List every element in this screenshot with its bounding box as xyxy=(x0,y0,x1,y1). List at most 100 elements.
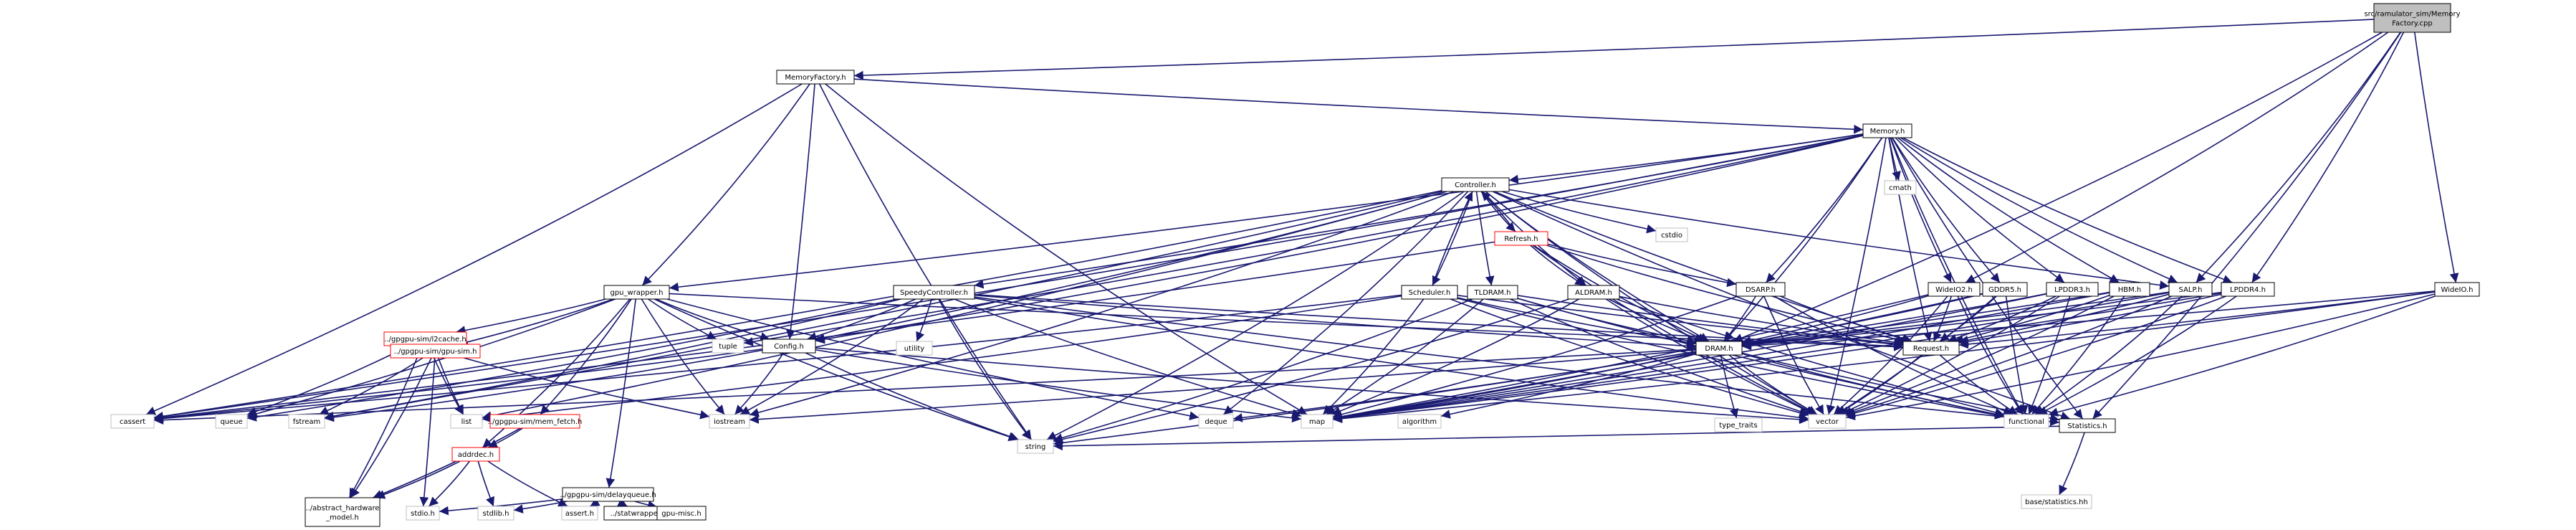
edge-memory-to-gpuwrapper xyxy=(669,133,1864,292)
node-delayqueue[interactable]: ../gpgpu-sim/delayqueue.h xyxy=(560,487,656,502)
node-aldram-box xyxy=(1567,285,1620,300)
node-lpddr3-label: LPDDR3.h xyxy=(2054,286,2090,294)
node-queue-label: queue xyxy=(220,418,242,426)
node-gpuwrapper[interactable]: gpu_wrapper.h xyxy=(603,285,670,300)
node-dram-box xyxy=(1695,341,1743,356)
node-gpumisc[interactable]: gpu-misc.h xyxy=(656,506,707,521)
edge-statistics-to-string xyxy=(1053,425,2060,451)
edge-dram-to-iostream xyxy=(749,349,1697,425)
node-gpusim[interactable]: ../gpgpu-sim/gpu-sim.h xyxy=(390,344,481,359)
node-aldram[interactable]: ALDRAM.h xyxy=(1567,285,1620,300)
edge-memory-to-vector xyxy=(1826,137,1887,415)
node-tldram[interactable]: TLDRAM.h xyxy=(1467,285,1518,300)
node-wideio2-box xyxy=(1928,282,1981,297)
node-functional-box xyxy=(2003,414,2049,429)
edge-scheduler-to-dram xyxy=(1457,297,1697,347)
node-gddr5[interactable]: GDDR5.h xyxy=(1982,282,2028,297)
node-statistics-label: Statistics.h xyxy=(2067,422,2107,430)
node-abstract-label: ../abstract_hardware xyxy=(305,505,379,513)
edge-speedy-to-config xyxy=(807,298,916,341)
node-aldram-label: ALDRAM.h xyxy=(1575,289,1612,297)
node-stdioh-label: stdio.h xyxy=(411,510,435,518)
node-abstract-label-2: _model.h xyxy=(325,514,359,522)
node-memory[interactable]: Memory.h xyxy=(1862,123,1912,138)
node-stdioh: stdio.h xyxy=(406,506,440,521)
node-statistics[interactable]: Statistics.h xyxy=(2059,418,2116,433)
edge-scheduler-to-request xyxy=(1457,295,1904,349)
node-wideio2[interactable]: WideIO2.h xyxy=(1928,282,1981,297)
edge-root-to-statistics xyxy=(2092,32,2402,420)
edge-root-to-memfactory xyxy=(853,19,2375,80)
node-root-label-2: Factory.cpp xyxy=(2392,20,2432,28)
node-controller-label: Controller.h xyxy=(1455,181,1496,189)
edge-dsarp-to-functional xyxy=(1773,295,2014,415)
node-gpuwrapper-box xyxy=(603,285,670,300)
edge-wideio2-to-vector xyxy=(1833,295,1948,415)
node-salp[interactable]: SALP.h xyxy=(2168,282,2213,297)
edge-lpddr4-to-functional xyxy=(2037,295,2237,415)
node-abstract[interactable]: ../abstract_hardware_model.h xyxy=(305,497,380,527)
node-basestats: base/statistics.hh xyxy=(2021,494,2092,509)
edge-config-to-iostream xyxy=(734,352,785,415)
edge-gpuwrapper-to-deque xyxy=(666,298,1200,421)
edge-memory-to-cassert xyxy=(153,134,1864,422)
edge-salp-to-functional xyxy=(2034,295,2183,415)
edge-request-to-functional xyxy=(1939,354,2019,415)
node-list-label: list xyxy=(461,418,472,426)
node-statistics-box xyxy=(2059,418,2116,433)
node-speedy[interactable]: SpeedyController.h xyxy=(893,285,975,300)
node-salp-box xyxy=(2168,282,2213,297)
node-gpucache[interactable]: ../gpgpu-sim/l2cache.h xyxy=(383,331,467,346)
edge-aldram-to-string xyxy=(1053,298,1569,444)
node-basestats-box xyxy=(2021,494,2092,509)
node-wideio-label: WideIO.h xyxy=(2441,286,2474,294)
node-scheduler[interactable]: Scheduler.h xyxy=(1401,285,1458,300)
node-addrdec[interactable]: addrdec.h xyxy=(451,447,500,462)
edge-controller-to-cassert xyxy=(153,189,1442,421)
node-queue: queue xyxy=(215,414,248,429)
node-speedy-box xyxy=(893,285,975,300)
edge-dram-to-cassert xyxy=(153,349,1697,425)
edge-refresh-to-vector xyxy=(1532,245,1816,415)
edge-hbm-to-vector xyxy=(1842,295,2115,416)
node-dram[interactable]: DRAM.h xyxy=(1695,341,1743,356)
edge-dram-to-vector xyxy=(1728,354,1818,415)
node-request[interactable]: Request.h xyxy=(1902,341,1960,356)
node-hbm[interactable]: HBM.h xyxy=(2109,282,2150,297)
node-memfactory[interactable]: MemoryFactory.h xyxy=(776,70,855,85)
edge-delayqueue-to-stdioh xyxy=(439,498,563,516)
edge-wideio-to-functional xyxy=(2048,295,2436,417)
edge-speedy-to-string xyxy=(938,298,1032,440)
edge-gpucache-to-abstract xyxy=(348,345,423,498)
node-wideio[interactable]: WideIO.h xyxy=(2434,282,2480,297)
node-lpddr3[interactable]: LPDDR3.h xyxy=(2046,282,2099,297)
node-dsarp-label: DSARP.h xyxy=(1746,286,1776,294)
edge-salp-to-dram xyxy=(1741,291,2170,349)
node-root[interactable]: src/ramulator_sim/MemoryFactory.cpp xyxy=(2364,3,2461,33)
node-wideio2-label: WideIO2.h xyxy=(1935,286,1973,294)
node-controller[interactable]: Controller.h xyxy=(1441,177,1510,192)
edge-lpddr4-to-dram xyxy=(1741,291,2222,350)
node-memtech[interactable]: ../gpgpu-sim/mem_fetch.h xyxy=(488,414,583,429)
node-deque-box xyxy=(1198,414,1234,429)
edge-scheduler-to-controller xyxy=(1432,191,1473,286)
node-deque-label: deque xyxy=(1205,418,1227,426)
node-stdlibh-box xyxy=(477,506,514,521)
node-cassert-label: cassert xyxy=(120,418,145,426)
node-iostream: iostream xyxy=(709,414,750,429)
node-functional: functional xyxy=(2003,414,2049,429)
edge-memfactory-to-string xyxy=(818,83,1032,440)
node-iostream-box xyxy=(709,414,750,429)
node-statwrapper-label: ../statwrapper.h xyxy=(611,510,667,518)
edge-config-to-map xyxy=(815,349,1302,423)
node-refresh[interactable]: Refresh.h xyxy=(1494,231,1548,246)
node-lpddr4[interactable]: LPDDR4.h xyxy=(2221,282,2275,297)
edge-memory-to-speedy xyxy=(974,134,1864,289)
node-config[interactable]: Config.h xyxy=(762,339,816,354)
node-dsarp[interactable]: DSARP.h xyxy=(1735,282,1786,297)
edge-memory-to-wideio2 xyxy=(1890,137,1952,283)
edge-tldram-to-vector xyxy=(1510,298,1810,417)
edge-memory-to-hbm xyxy=(1897,137,2120,283)
node-tuple-label: tuple xyxy=(719,343,737,351)
